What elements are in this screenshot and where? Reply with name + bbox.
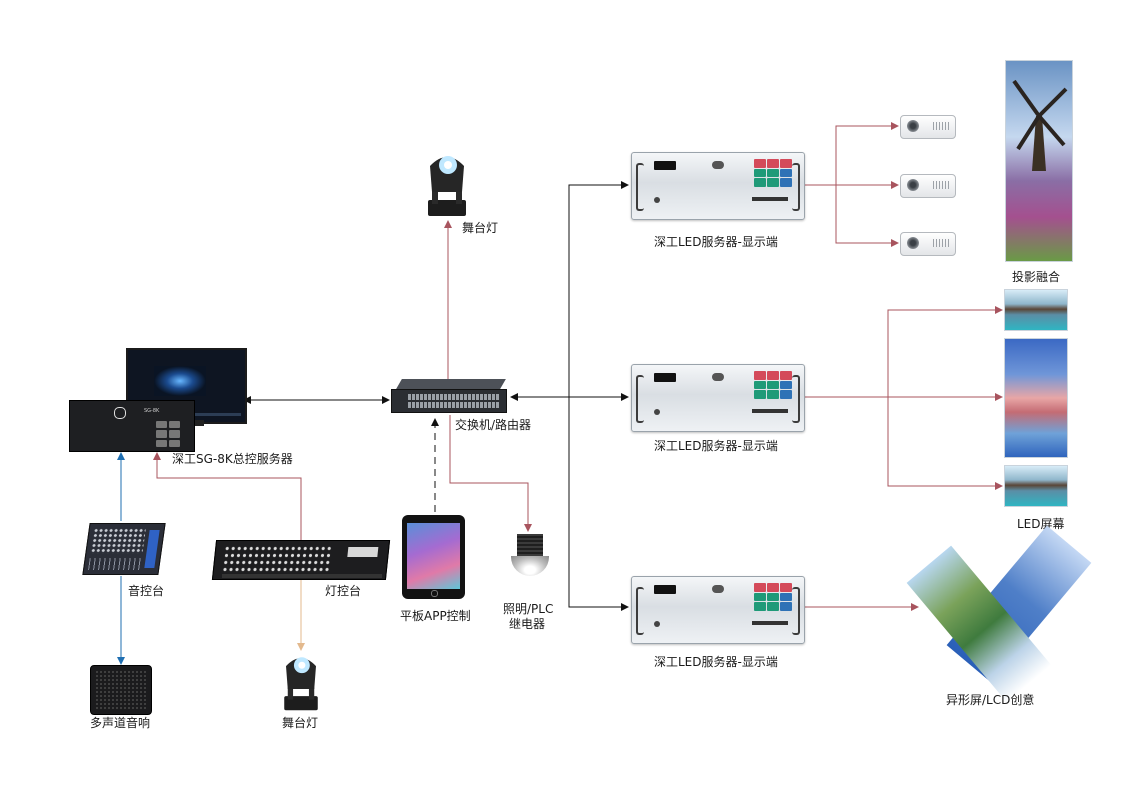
rack-port-grid — [754, 159, 792, 187]
switch-port-row-lower — [408, 402, 500, 408]
switch-front — [391, 389, 507, 413]
rack-display — [654, 585, 676, 594]
tablet-home-button — [431, 590, 438, 597]
projector-lens — [907, 179, 919, 191]
relay-label-line2: 继电器 — [509, 617, 546, 631]
master-server-unit: SG-8K — [69, 400, 195, 452]
downlight-heatsink — [517, 534, 543, 556]
moving-head-light-icon — [428, 156, 466, 216]
speaker-icon — [90, 665, 152, 715]
rack-handle-left — [636, 375, 644, 423]
master-key-grid — [156, 421, 180, 447]
light-console-label: 灯控台 — [325, 584, 362, 598]
monitor-stand — [190, 420, 204, 426]
rack-model-tag — [752, 197, 788, 201]
rack-handle-left — [636, 587, 644, 635]
rack-display — [654, 373, 676, 382]
projector-lens — [907, 237, 919, 249]
projector-icon — [900, 232, 956, 256]
irregular-screen-label: 异形屏/LCD创意 — [946, 693, 1035, 707]
switch-top — [396, 379, 506, 389]
rack-handle-left — [636, 163, 644, 211]
rack-indicator — [712, 161, 724, 169]
mixer-side-panel — [144, 530, 160, 568]
brand-logo-icon — [114, 407, 126, 419]
switch-label: 交换机/路由器 — [455, 418, 532, 432]
mixer-faders — [88, 558, 142, 570]
led-server-3-label: 深工LED服务器-显示端 — [654, 655, 778, 669]
tablet-icon — [402, 515, 465, 599]
tablet-screen — [407, 523, 460, 589]
mixer-knobs — [90, 528, 146, 554]
led-server-3 — [631, 576, 805, 644]
audio-mixer — [82, 523, 166, 575]
link-switch-led-server-3 — [568, 397, 629, 611]
projection-blend-image — [1005, 60, 1073, 262]
rack-handle-right — [792, 163, 800, 211]
speaker-grill — [95, 670, 147, 710]
rack-model-tag — [752, 409, 788, 413]
rack-power-knob — [654, 197, 660, 203]
mixer-label: 音控台 — [128, 584, 165, 598]
link-led1-projector-1 — [835, 122, 899, 185]
rack-port-grid — [754, 371, 792, 399]
master-panel-label: SG-8K — [144, 408, 160, 414]
rack-power-knob — [654, 621, 660, 627]
master-server-label: 深工SG-8K总控服务器 — [172, 452, 293, 466]
console-base — [222, 574, 382, 578]
stage-light-top-label: 舞台灯 — [462, 221, 499, 235]
led-server-2 — [631, 364, 805, 432]
rack-port-grid — [754, 583, 792, 611]
link-switch-relay — [449, 415, 532, 532]
link-led1-projector-3 — [835, 185, 899, 247]
led-screen-1 — [1004, 289, 1068, 331]
rack-indicator — [712, 373, 724, 381]
projector-vent — [933, 181, 949, 189]
led-server-1-label: 深工LED服务器-显示端 — [654, 235, 778, 249]
rack-model-tag — [752, 621, 788, 625]
link-switch-led-server-1 — [568, 181, 629, 397]
switch-port-row-upper — [408, 394, 500, 400]
downlight-reflector — [511, 556, 549, 576]
monitor-software-view — [154, 366, 206, 396]
projection-label: 投影融合 — [1012, 270, 1061, 284]
led-server-1 — [631, 152, 805, 220]
led-screen-2 — [1004, 338, 1068, 458]
stage-light-bottom-label: 舞台灯 — [282, 716, 319, 730]
led-screen-label: LED屏幕 — [1017, 517, 1065, 531]
rack-display — [654, 161, 676, 170]
console-buttons — [221, 545, 333, 573]
rack-indicator — [712, 585, 724, 593]
rack-handle-right — [792, 375, 800, 423]
link-console-master — [153, 452, 302, 540]
speaker-label: 多声道音响 — [90, 716, 151, 730]
windmill-icon — [1012, 79, 1068, 171]
projector-vent — [933, 239, 949, 247]
led-screen-3 — [1004, 465, 1068, 507]
relay-label-line1: 照明/PLC — [503, 602, 554, 616]
console-display — [347, 547, 379, 557]
led-server-2-label: 深工LED服务器-显示端 — [654, 439, 778, 453]
moving-head-light-icon — [284, 657, 318, 711]
projector-icon — [900, 115, 956, 139]
projector-lens — [907, 120, 919, 132]
rack-power-knob — [654, 409, 660, 415]
downlight-icon — [511, 534, 549, 580]
link-led2-screen-3 — [887, 397, 1003, 490]
tablet-label: 平板APP控制 — [400, 609, 471, 623]
projector-icon — [900, 174, 956, 198]
link-led2-screen-1 — [887, 306, 1003, 397]
projector-vent — [933, 122, 949, 130]
rack-handle-right — [792, 587, 800, 635]
network-switch — [391, 379, 507, 415]
